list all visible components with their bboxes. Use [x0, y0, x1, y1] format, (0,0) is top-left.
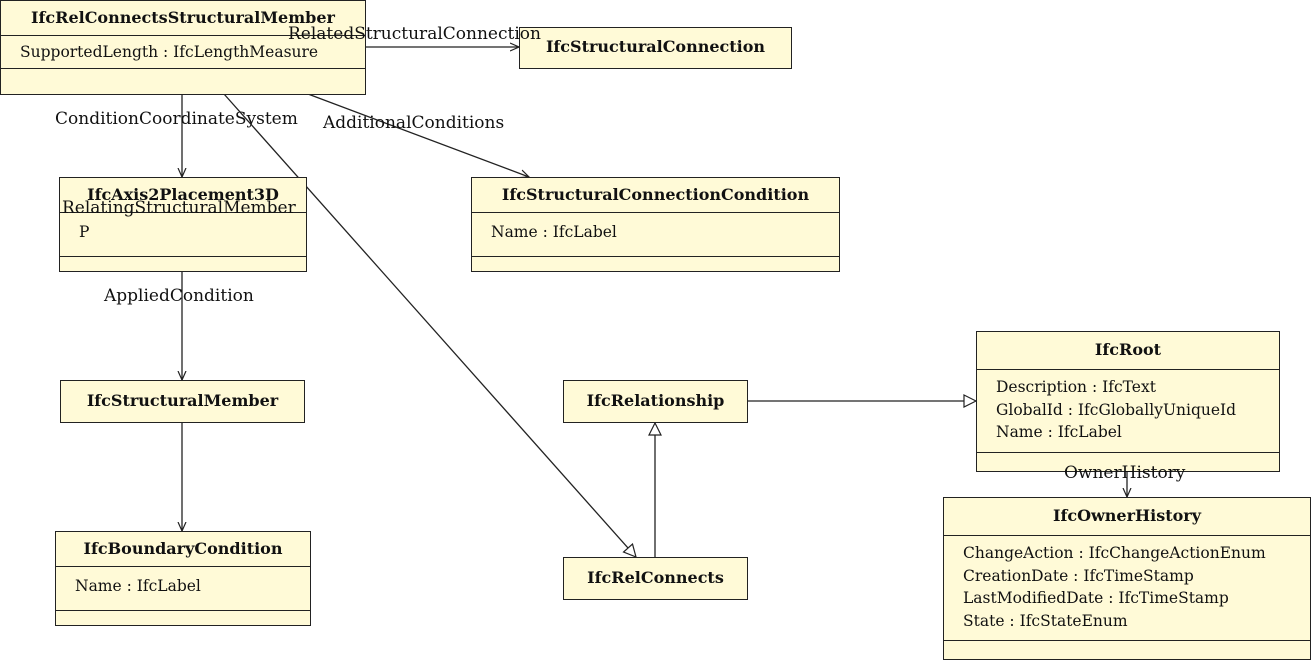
class-attributes: SupportedLength : IfcLengthMeasure: [1, 36, 365, 69]
attribute: Name : IfcLabel: [996, 423, 1122, 441]
class-ifc-owner-history[interactable]: IfcOwnerHistory ChangeAction : IfcChange…: [943, 497, 1311, 660]
label-owner-history: OwnerHistory: [1064, 463, 1186, 483]
class-attributes: Name : IfcLabel: [56, 567, 310, 611]
class-attributes: Name : IfcLabel: [472, 213, 839, 257]
class-name: IfcRoot: [977, 332, 1279, 370]
attribute: CreationDate : IfcTimeStamp: [963, 566, 1194, 585]
class-operations: [944, 641, 1310, 657]
edge-additional-conditions: [307, 93, 529, 177]
class-name: IfcStructuralConnectionCondition: [472, 178, 839, 213]
class-name: IfcRelConnectsStructuralMember: [1, 1, 365, 36]
edge-generalization-rel-connects-structural-member: [223, 93, 636, 557]
class-name: IfcOwnerHistory: [944, 498, 1310, 536]
class-attributes: Description : IfcText GlobalId : IfcGlob…: [977, 370, 1279, 453]
class-ifc-root[interactable]: IfcRoot Description : IfcText GlobalId :…: [976, 331, 1280, 472]
label-condition-coordinate-system: ConditionCoordinateSystem: [55, 109, 298, 129]
attribute: Description : IfcText: [996, 378, 1156, 396]
class-operations: [472, 257, 839, 273]
class-ifc-structural-connection-condition[interactable]: IfcStructuralConnectionCondition Name : …: [471, 177, 840, 272]
attribute: Name : IfcLabel: [75, 577, 201, 595]
class-ifc-structural-connection[interactable]: IfcStructuralConnection: [519, 27, 792, 69]
class-ifc-boundary-condition[interactable]: IfcBoundaryCondition Name : IfcLabel: [55, 531, 311, 626]
class-name: IfcAxis2Placement3D: [60, 178, 306, 213]
attribute: ChangeAction : IfcChangeActionEnum: [963, 544, 1266, 562]
class-attributes: ChangeAction : IfcChangeActionEnum Creat…: [944, 536, 1310, 641]
label-related-structural-connection: RelatedStructuralConnection: [288, 24, 541, 44]
attribute: State : IfcStateEnum: [963, 611, 1128, 630]
class-name: IfcRelationship: [586, 391, 725, 410]
attribute: LastModifiedDate : IfcTimeStamp: [963, 589, 1229, 607]
class-ifc-rel-connects-structural-member[interactable]: IfcRelConnectsStructuralMember Supported…: [0, 0, 366, 95]
label-relating-structural-member: RelatingStructuralMember: [62, 198, 296, 218]
class-operations: [1, 69, 365, 85]
class-name: IfcStructuralConnection: [545, 37, 766, 56]
class-ifc-structural-member[interactable]: IfcStructuralMember: [60, 380, 305, 423]
class-ifc-relationship[interactable]: IfcRelationship: [563, 380, 748, 423]
class-name: IfcBoundaryCondition: [56, 532, 310, 567]
class-ifc-rel-connects[interactable]: IfcRelConnects: [563, 557, 748, 600]
label-additional-conditions: AdditionalConditions: [323, 113, 505, 133]
class-name: IfcRelConnects: [587, 568, 724, 587]
label-applied-condition: AppliedCondition: [104, 286, 254, 306]
class-attributes: P: [60, 213, 306, 257]
attribute: GlobalId : IfcGloballyUniqueId: [996, 400, 1237, 419]
attribute: Name : IfcLabel: [491, 223, 617, 241]
class-name: IfcStructuralMember: [86, 391, 279, 410]
class-operations: [60, 257, 306, 273]
class-operations: [56, 611, 310, 627]
attribute: SupportedLength : IfcLengthMeasure: [20, 43, 319, 61]
class-ifc-axis2placement3d[interactable]: IfcAxis2Placement3D P: [59, 177, 307, 272]
attribute: P: [79, 223, 90, 241]
